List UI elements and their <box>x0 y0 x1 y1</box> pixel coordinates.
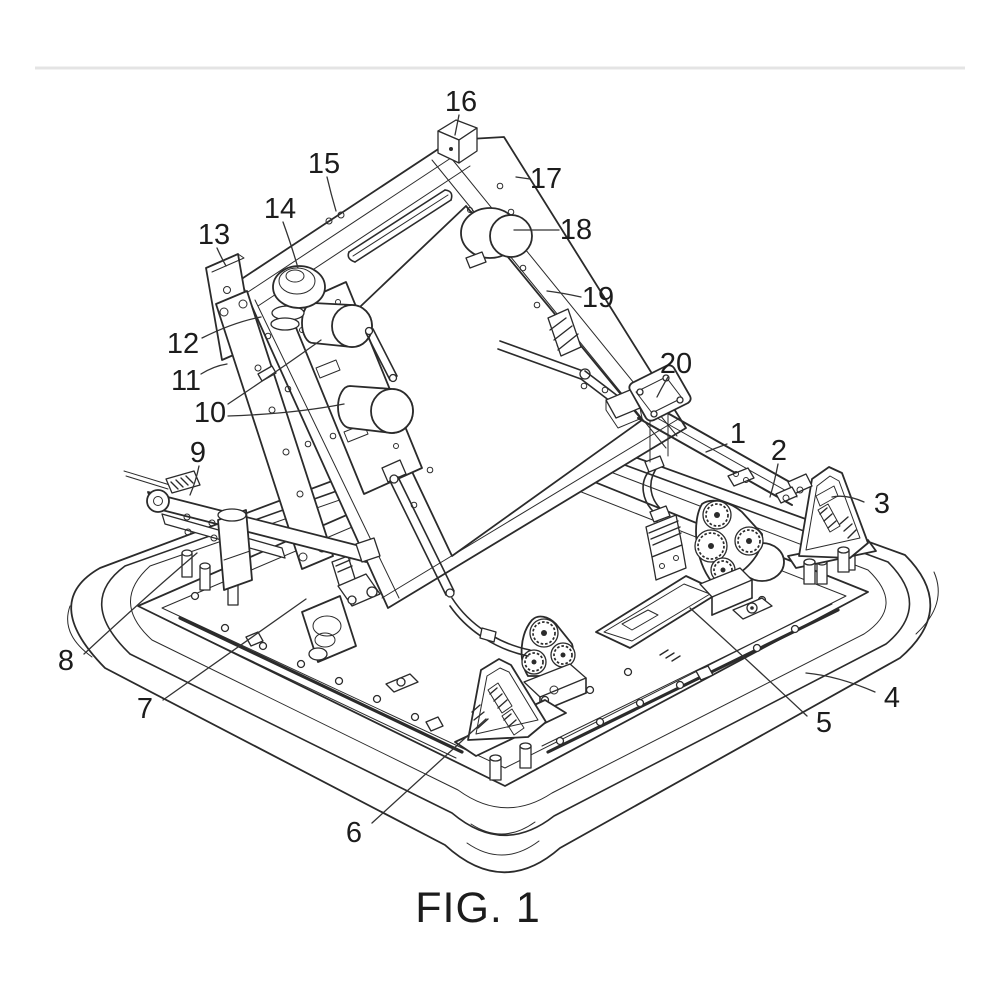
gusset-bracket-front <box>455 659 566 780</box>
part-label-13: 13 <box>198 219 230 251</box>
leader-line-4 <box>806 673 875 692</box>
leader-line-15 <box>327 177 336 211</box>
part-label-9: 9 <box>190 437 206 469</box>
mount-bracket-20 <box>606 365 691 462</box>
curved-belt-front <box>450 598 530 656</box>
leader-line-2 <box>770 464 778 497</box>
part-label-6: 6 <box>346 817 362 849</box>
figure-caption: FIG. 1 <box>415 884 540 932</box>
leader-line-9 <box>190 466 199 495</box>
leader-line-13 <box>217 248 226 266</box>
part-label-2: 2 <box>771 435 787 467</box>
part-label-3: 3 <box>874 488 890 520</box>
motor-cylinder <box>461 208 532 269</box>
leader-line-16 <box>455 115 459 135</box>
part-label-10: 10 <box>194 397 226 429</box>
linkage <box>124 328 812 657</box>
right-band-pad <box>548 309 581 356</box>
pulley-cluster-right <box>695 501 784 615</box>
leader-line-10 <box>228 340 344 416</box>
leader-line-20 <box>657 377 668 397</box>
leader-line-7 <box>163 599 306 700</box>
curved-link-right <box>643 456 670 522</box>
pulley-cluster-center <box>522 617 586 712</box>
roller-upper <box>302 303 372 347</box>
left-guide-plate <box>216 291 333 569</box>
part-label-19: 19 <box>582 282 614 314</box>
leader-line-12 <box>202 317 261 338</box>
pedestal <box>218 509 252 590</box>
leader-line-17 <box>516 177 530 179</box>
hinge-gearbox <box>302 556 380 662</box>
leader-line-6 <box>372 719 486 823</box>
part-label-20: 20 <box>660 348 692 380</box>
leader-line-5 <box>690 608 807 716</box>
leader-line-11 <box>201 364 227 374</box>
part-label-1: 1 <box>730 418 746 450</box>
part-label-15: 15 <box>308 148 340 180</box>
gusset-bracket-right <box>788 467 876 584</box>
leader-line-3 <box>832 496 864 502</box>
bearing-block-left <box>386 674 418 692</box>
leader-line-19 <box>547 291 581 297</box>
dome-knob <box>271 266 325 330</box>
finned-block <box>646 515 686 580</box>
part-label-4: 4 <box>884 682 900 714</box>
part-label-12: 12 <box>167 328 199 360</box>
strut-upper-left <box>366 328 398 382</box>
part-label-17: 17 <box>530 163 562 195</box>
leader-line-14 <box>283 222 298 268</box>
part-label-14: 14 <box>264 193 296 225</box>
corner-block <box>438 120 477 163</box>
top-rail-slot <box>348 190 452 262</box>
part-label-18: 18 <box>560 214 592 246</box>
strut-left <box>382 460 454 597</box>
part-label-11: 11 <box>171 365 201 397</box>
roller-lower <box>338 386 413 433</box>
part-label-8: 8 <box>58 645 74 677</box>
tilt-frame <box>206 120 686 662</box>
leader-line-8 <box>84 553 197 654</box>
part-label-5: 5 <box>816 707 832 739</box>
part-label-7: 7 <box>137 693 153 725</box>
leader-line-1 <box>706 444 727 452</box>
bearing-block-right <box>733 598 772 619</box>
part-label-16: 16 <box>445 86 477 118</box>
